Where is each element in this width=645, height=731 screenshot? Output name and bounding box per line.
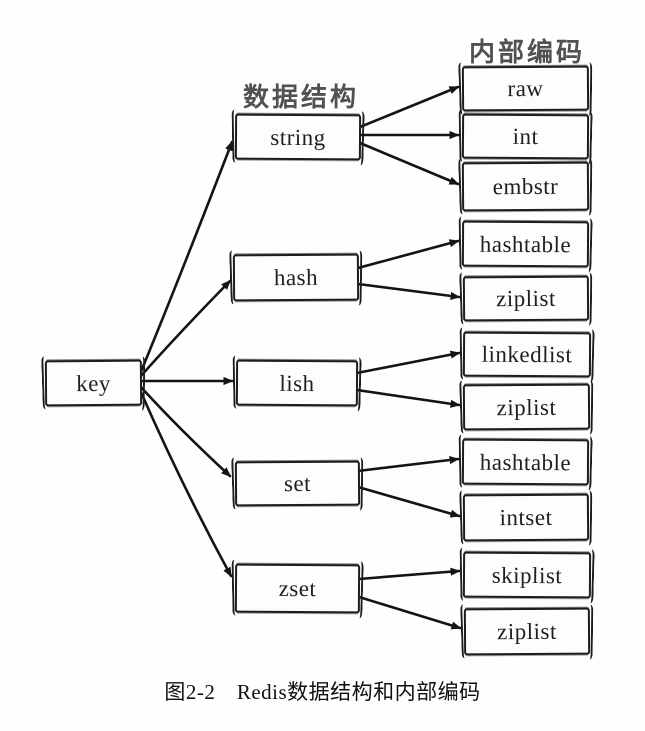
node-hash: hash: [232, 253, 360, 302]
node-zset: zset: [234, 563, 361, 614]
node-ziplist-zset: ziplist: [463, 607, 591, 656]
edge-key-zset: [138, 388, 233, 578]
node-set: set: [234, 460, 361, 507]
edge-hash-hashtable: [356, 239, 460, 270]
edge-zset-skiplist: [357, 567, 461, 581]
edge-hash-ziplist: [356, 282, 461, 300]
node-raw: raw: [461, 65, 590, 112]
header-internal-encoding: 内部编码: [468, 38, 585, 67]
node-ziplist-hash: ziplist: [462, 275, 590, 322]
node-int: int: [461, 113, 590, 160]
header-data-structure: 数据结构: [242, 83, 359, 112]
edge-string-embstr: [358, 141, 460, 186]
node-string: string: [234, 113, 362, 161]
figure-caption: 图2-2 Redis数据结构和内部编码: [164, 680, 481, 704]
node-hashtable-set: hashtable: [461, 438, 590, 486]
node-lish: lish: [235, 359, 359, 407]
node-ziplist-lish: ziplist: [462, 383, 591, 431]
node-embstr: embstr: [461, 161, 590, 212]
edge-key-string: [138, 140, 234, 376]
edge-key-hash: [138, 279, 232, 379]
edge-zset-ziplist: [357, 595, 462, 630]
node-skiplist: skiplist: [462, 551, 592, 599]
node-hashtable-hash: hashtable: [461, 220, 590, 268]
edge-set-intset: [356, 485, 461, 518]
node-linkedlist: linkedlist: [462, 331, 592, 378]
edge-set-hashtable: [356, 455, 460, 473]
edge-lish-linkedlist: [355, 350, 461, 375]
node-intset: intset: [462, 493, 590, 542]
edge-lish-ziplist: [355, 388, 461, 408]
edge-string-raw: [358, 85, 460, 129]
edge-key-set: [138, 384, 232, 478]
node-key: key: [44, 359, 143, 407]
